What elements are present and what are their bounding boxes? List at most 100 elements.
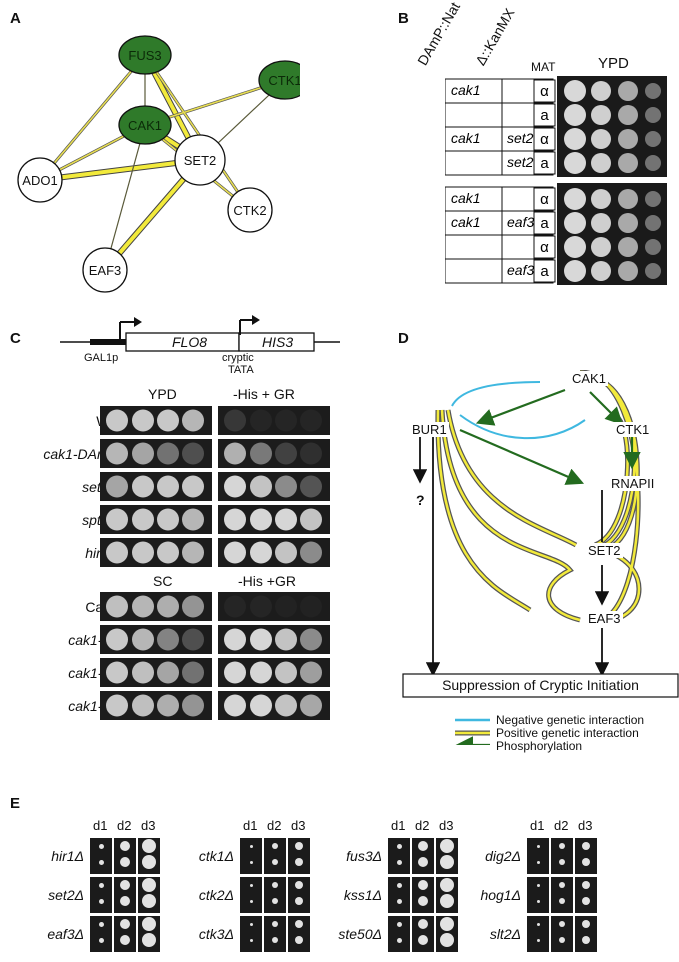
colony-cell (114, 838, 136, 874)
c-bot-header-sc: SC (153, 573, 173, 589)
spot (250, 475, 272, 498)
colony (120, 857, 130, 867)
spot (275, 442, 297, 465)
colony-spot (564, 152, 586, 174)
colony (272, 843, 278, 849)
colony (272, 921, 278, 927)
spot (275, 508, 297, 531)
colony (440, 917, 454, 931)
spot (224, 508, 246, 531)
mat-cell (533, 187, 556, 211)
colony (582, 936, 590, 944)
spot (275, 694, 297, 717)
colony-spot (591, 129, 611, 149)
mat-cell (533, 211, 556, 235)
colony (142, 933, 156, 947)
colony-spot (645, 83, 661, 99)
spot (224, 409, 246, 432)
spot (182, 541, 204, 564)
colony (582, 920, 590, 928)
colony-spot (591, 105, 611, 125)
spot (224, 694, 246, 717)
plate-right (218, 406, 330, 435)
colony (396, 937, 402, 943)
colony-spot (591, 81, 611, 101)
colony (582, 881, 590, 889)
colony-cell (412, 916, 434, 952)
colony (272, 898, 278, 904)
colony (559, 843, 565, 849)
colony (142, 839, 156, 853)
colony-cell (412, 877, 434, 913)
node-label: EAF3 (89, 263, 122, 278)
spot (157, 661, 179, 684)
colony-cell (527, 916, 549, 952)
damp-allele: cak1 (451, 190, 481, 206)
mat-cell (533, 79, 556, 103)
strain-label: kss1Δ (343, 887, 382, 903)
colony-cell (138, 877, 160, 913)
panel-label-a: A (10, 10, 21, 27)
spot (182, 661, 204, 684)
colony (249, 922, 253, 926)
spot (106, 694, 128, 717)
colony-spot (618, 189, 638, 209)
colony-cell (388, 916, 410, 952)
day-label: d3 (291, 818, 306, 833)
colony-cell (114, 916, 136, 952)
colony (295, 842, 303, 850)
strain-label: cak1-DAmP (43, 446, 118, 462)
promoter-label: GAL1p (84, 352, 119, 364)
colony-cell (288, 916, 310, 952)
header-damp: DAmP::Nat (414, 0, 464, 68)
mat-type: a (540, 215, 549, 232)
colony (98, 937, 104, 943)
strain-label: ctk1Δ (198, 848, 234, 864)
colony-spot (591, 189, 611, 209)
spot (275, 596, 297, 618)
colony-cell (90, 877, 112, 913)
pathway-model (402, 370, 679, 745)
colony-cell (388, 838, 410, 874)
strain-label: hog1Δ (480, 887, 521, 903)
node-bur1: BUR1 (410, 422, 449, 437)
colony-cell (264, 916, 286, 952)
strain-label: fus3Δ (346, 848, 382, 864)
spot (250, 661, 272, 684)
kan-allele: eaf3 (507, 262, 534, 278)
node-set2: SET2 (586, 543, 623, 558)
node-ado1 (17, 157, 63, 203)
colony (536, 860, 540, 864)
node-eaf3: EAF3 (586, 611, 623, 626)
colony-spot (591, 261, 611, 281)
unknown-mark: ? (416, 492, 425, 508)
spot (300, 409, 322, 432)
panel-label-b: B (398, 10, 409, 27)
colony (249, 899, 253, 903)
colony (142, 878, 156, 892)
spot (250, 541, 272, 564)
colony (559, 898, 565, 904)
mat-cell (533, 103, 556, 127)
spot (157, 628, 179, 651)
spot (275, 661, 297, 684)
colony-spot (645, 263, 661, 279)
colony (295, 897, 303, 905)
spot (224, 595, 246, 618)
colony-spot (618, 105, 638, 125)
spot (106, 661, 128, 684)
strain-label: set2Δ (48, 887, 84, 903)
colony-cell (551, 877, 573, 913)
colony (98, 898, 104, 904)
node-label: SET2 (184, 153, 217, 168)
spot (106, 508, 128, 531)
spot (132, 442, 154, 465)
spot (250, 442, 272, 465)
day-label: d2 (415, 818, 430, 833)
colony (418, 896, 428, 906)
mat-type: α (540, 239, 549, 256)
header-ypd: YPD (598, 55, 629, 72)
colony (536, 922, 540, 926)
